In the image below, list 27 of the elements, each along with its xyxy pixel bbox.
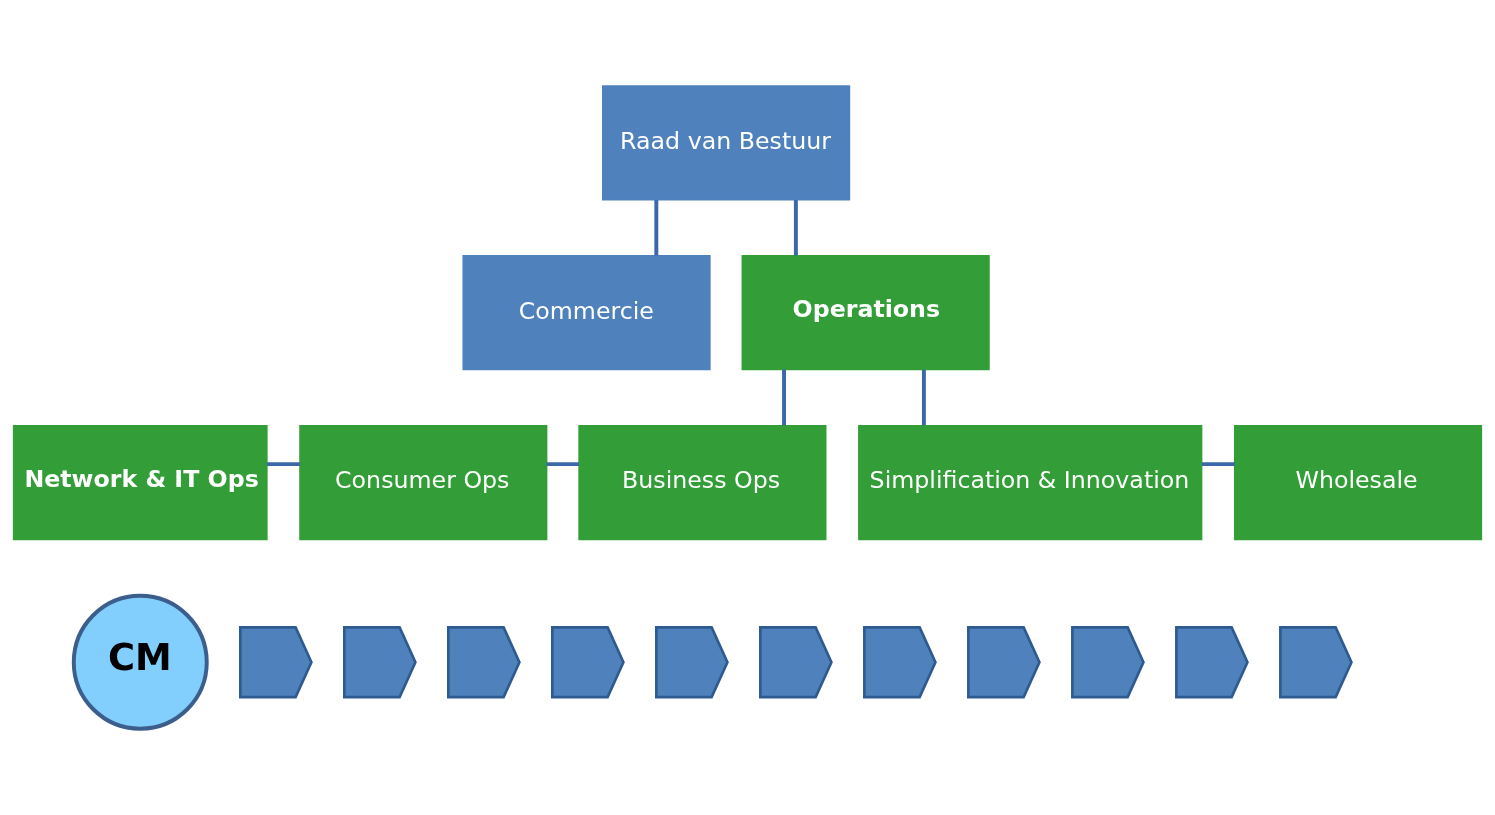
node-box: Operations [741, 255, 990, 371]
connector [266, 462, 301, 467]
node-chevron [1175, 626, 1249, 699]
node-circle: CM [71, 593, 209, 731]
node-chevron [239, 626, 313, 699]
node-chevron [759, 626, 833, 699]
connector [782, 369, 786, 426]
node-box: Simplification & Innovation [858, 424, 1203, 541]
node-chevron [551, 626, 625, 699]
node-box: Network & IT Ops [12, 424, 268, 541]
node-box: Wholesale [1233, 424, 1483, 541]
connector [546, 462, 580, 467]
node-chevron [447, 626, 521, 699]
node-chevron [863, 626, 937, 699]
connector [654, 199, 659, 256]
node-box: Commercie [462, 255, 711, 371]
node-chevron [343, 626, 417, 699]
node-chevron [1071, 626, 1145, 699]
node-chevron [1279, 626, 1353, 699]
connector [1201, 462, 1235, 467]
node-box: Consumer Ops [299, 424, 548, 541]
node-chevron [967, 626, 1041, 699]
connector [921, 369, 926, 426]
node-box: Raad van Bestuur [602, 85, 851, 201]
connector [793, 199, 798, 256]
node-box: Business Ops [578, 424, 827, 541]
node-chevron [655, 626, 729, 699]
